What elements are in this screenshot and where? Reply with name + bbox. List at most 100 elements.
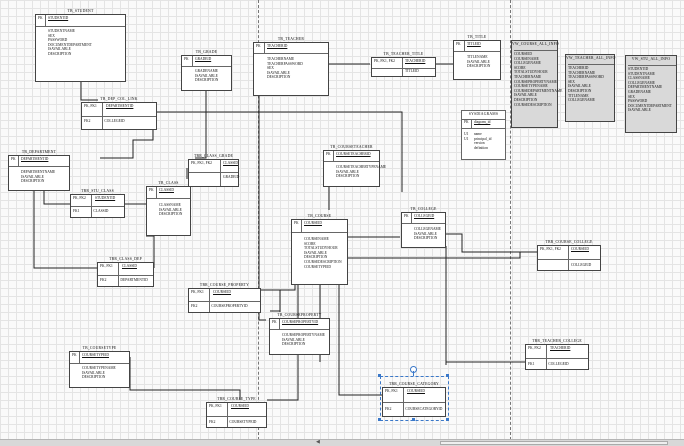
- view-vw-teacher-all-info[interactable]: VW_TEACHER_ALL_INFO TEACHERID TEACHERNAM…: [565, 54, 615, 122]
- entity-fields: DEPARTMENTNAME ISAVAILABLE DESCRIPTION: [21, 170, 69, 184]
- field: PASSWORD: [628, 99, 648, 104]
- key-label: PK, FK2: [528, 346, 541, 350]
- scrollbar-thumb[interactable]: [440, 441, 668, 445]
- rotate-handle-stem: [413, 371, 414, 376]
- field: COURSEPROPERTYNAME: [514, 79, 557, 84]
- relationship-line: [129, 357, 241, 400]
- field: DOCUMENTDEPARTMENT: [628, 103, 672, 108]
- entity-fields: STUDENTNAME SEX PASSWORD DOCUMENTDEPARTM…: [48, 29, 125, 57]
- field: ISAVAILABLE: [568, 84, 591, 89]
- entity-tb-grade[interactable]: TB_GRADE PK GRADEID GRADENAME ISAVAILABL…: [181, 50, 232, 91]
- pk-field: COURSETEACHERID: [336, 152, 371, 156]
- pk-field: TITLEID: [467, 42, 481, 46]
- field: COURSETEACHERTYPENAME: [336, 165, 387, 169]
- field: DEPARTMENTNAME: [21, 170, 56, 174]
- field: CLASSNAME: [159, 203, 181, 207]
- entity-fields: GRADENAME ISAVAILABLE DESCRIPTION: [195, 69, 231, 83]
- key-label: PK, FK1, FK2: [374, 59, 395, 63]
- entity-tb-course[interactable]: TB_COURSE PK COURSEID COURSENAME SCORE T…: [291, 214, 348, 285]
- entity-tb-title[interactable]: TB_TITLE PK TITLEID TITLENAME ISAVAILABL…: [453, 35, 501, 80]
- resize-handle[interactable]: [446, 374, 449, 377]
- field: COURSECATEGORYID: [405, 407, 443, 411]
- scroll-left-icon[interactable]: ◀: [316, 440, 320, 445]
- entity-tbr-class-grade[interactable]: TBR_CLASS_GRADE PK, FK1, FK2 CLASSID GRA…: [188, 154, 239, 187]
- key-label: U1: [464, 136, 469, 141]
- entity-fields: TEACHERNAME TEACHERPASSWORD SEX ISAVAILA…: [267, 57, 328, 80]
- entity-tb-teacher[interactable]: TB_TEACHER PK TEACHERID TEACHERNAME TEAC…: [253, 37, 329, 96]
- pk-field: CLASSID: [223, 161, 238, 165]
- pk-field: GRADEID: [195, 57, 212, 61]
- view-vw-course-all-info[interactable]: VW_COURSE_ALL_INFO COURSEID COURSENAME C…: [511, 40, 562, 128]
- entity-fields: COLLEGENAME ISAVAILABLE DESCRIPTION: [414, 227, 445, 241]
- field: name: [474, 132, 482, 136]
- field: STUDENTNAME: [628, 71, 655, 76]
- entity-fields: TITLEID: [405, 69, 435, 74]
- key-label: FK1: [73, 209, 80, 213]
- resize-handle[interactable]: [412, 418, 415, 421]
- entity-tbr-teacher-college[interactable]: TBR_TEACHER_COLLEGE PK, FK2 TEACHERID FK…: [525, 339, 589, 370]
- field: TEACHERNAME: [514, 74, 542, 79]
- entity-sysdiagrams[interactable]: SYSDIAGRAMS PK diagram_id U1 U1 name pri…: [461, 110, 506, 160]
- view-vw-stu-all-info[interactable]: VW_STU_ALL_INFO STUDENTID STUDENTNAME CL…: [625, 55, 677, 133]
- field: COURSEPROPERTYNAME: [282, 333, 325, 337]
- pk-field: COURSEID: [231, 404, 249, 408]
- key-label: PK, FK1: [385, 389, 398, 393]
- pk-field: CLASSID: [122, 264, 137, 268]
- key-label: PK, FK1: [209, 404, 222, 408]
- entity-tb-dep-col-link[interactable]: TB_DEP_COL_LINK PK, FK1 DEPARTMENTID FK2…: [81, 97, 157, 130]
- horizontal-scrollbar[interactable]: ◀: [0, 439, 684, 446]
- resize-handle[interactable]: [378, 374, 381, 377]
- page-break-line: [510, 0, 511, 440]
- entity-title: TB_TEACHER_TITLE: [383, 52, 424, 56]
- relationship-line: [146, 235, 155, 268]
- entity-pk-row: PK COURSEID: [292, 220, 347, 233]
- entity-pk-row: PK TITLEID: [454, 41, 500, 52]
- entity-tb-college[interactable]: TB_COLLEGE PK COLLEGEID COLLEGENAME ISAV…: [401, 207, 446, 248]
- entity-tb-courseteacher[interactable]: TB_COURSETEACHER PK COURSETEACHERID COUR…: [323, 145, 387, 187]
- entity-tb-teacher-title[interactable]: TB_TEACHER_TITLE PK, FK1, FK2 TEACHERID …: [371, 52, 436, 77]
- entity-tb-courseproperty[interactable]: TB_COURSEPROPERTY PK COURSEPROPERTYID CO…: [269, 313, 330, 355]
- field: COURSENAME: [304, 237, 329, 241]
- pk-field: CLASSID: [159, 188, 174, 192]
- pk-field: COURSEID: [407, 389, 425, 393]
- relationship-line: [100, 120, 154, 159]
- entity-pk-row: PK COURSETEACHERID: [324, 151, 379, 162]
- relationship-line: [347, 251, 539, 259]
- entity-key-labels: U1 U1: [464, 132, 505, 141]
- field: DESCRIPTION: [568, 88, 592, 93]
- key-label: FK2: [191, 304, 198, 308]
- entity-tb-student[interactable]: TB_STUDENT PK STUDENTID STUDENTNAME SEX …: [35, 9, 126, 82]
- relationship-line: [195, 74, 207, 159]
- entity-title: SYSDIAGRAMS: [468, 112, 499, 116]
- resize-handle[interactable]: [378, 418, 381, 421]
- key-label: PK: [456, 42, 461, 46]
- field: CLASSID: [93, 209, 109, 213]
- selection-box[interactable]: [380, 376, 449, 421]
- key-label: PK: [404, 214, 409, 218]
- field: COURSENAME: [514, 56, 539, 61]
- field: ISAVAILABLE: [336, 169, 359, 174]
- entity-tb-coursetype[interactable]: TB_COURSETYPE PK COURSETYPEID COURSETYPE…: [69, 346, 130, 388]
- entity-tbr-course-property[interactable]: TBR_COURSE_PROPERTY PK, FK1 COURSEID FK2…: [188, 283, 261, 313]
- entity-tb-department[interactable]: TB_DEPARTMENT PK DEPARTMENTID DEPARTMENT…: [8, 150, 70, 191]
- field: ISAVAILABLE: [414, 231, 437, 236]
- entity-fk-row: FK1 CLASSID: [73, 209, 124, 214]
- pk-field: COURSEID: [304, 221, 322, 225]
- entity-title: TB_COURSETYPE: [82, 346, 117, 350]
- key-label: FK2: [100, 278, 107, 282]
- entity-tbr-course-college[interactable]: TBR_COURSE_COLLEGE PK, FK1, FK2 COURSEID…: [537, 240, 601, 271]
- entity-pk-row: PK, FK1, FK2 CLASSID: [189, 160, 238, 173]
- field: CLASSNAME: [628, 76, 650, 81]
- pk-field: DEPARTMENTID: [106, 104, 134, 108]
- field: DESCRIPTION: [467, 64, 491, 69]
- field: SEX: [267, 66, 274, 71]
- entity-tbr-course-category[interactable]: TBR_COURSE_CATEGORY PK, FK1 COURSEID FK2…: [382, 382, 446, 417]
- resize-handle[interactable]: [446, 418, 449, 421]
- field: ISAVAILABLE: [48, 47, 71, 52]
- entity-tb-class[interactable]: TB_CLASS PK CLASSID CLASSNAME ISAVAILABL…: [146, 181, 191, 236]
- field: SEX: [48, 33, 55, 38]
